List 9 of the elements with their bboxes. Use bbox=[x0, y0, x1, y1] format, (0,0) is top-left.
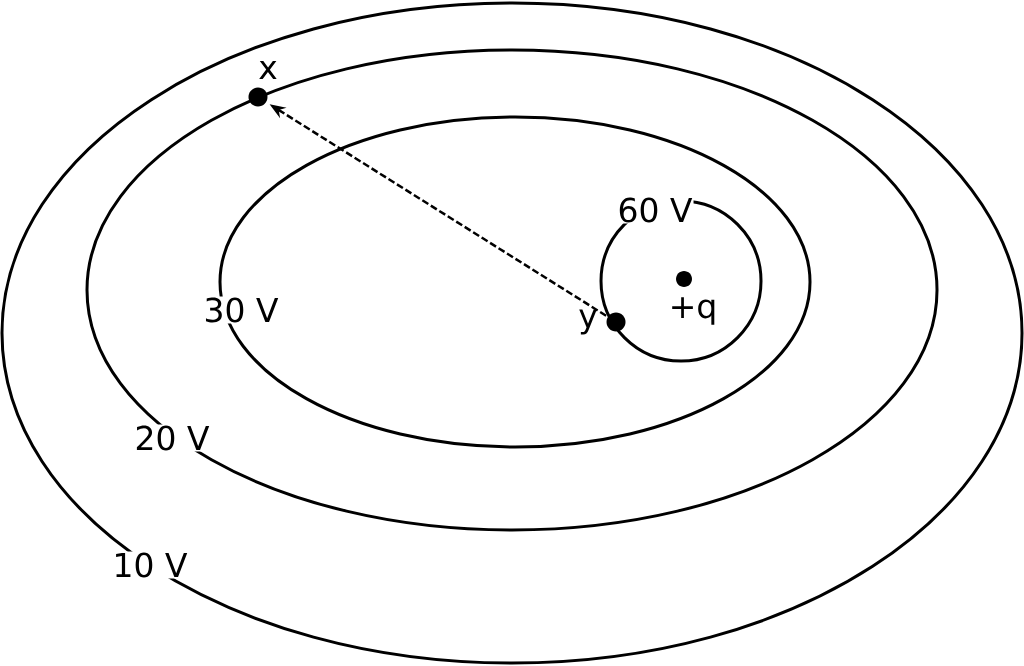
point-dot bbox=[248, 87, 268, 107]
point-label: y bbox=[579, 309, 597, 335]
potential-label: +q bbox=[667, 296, 719, 326]
point-label: x bbox=[259, 60, 277, 79]
potential-label: 30 V bbox=[202, 296, 280, 324]
potential-label: 20 V bbox=[133, 424, 211, 452]
potential-label: 60 V bbox=[616, 196, 694, 224]
point-dot bbox=[606, 312, 626, 332]
potential-label: 10 V bbox=[111, 551, 189, 579]
